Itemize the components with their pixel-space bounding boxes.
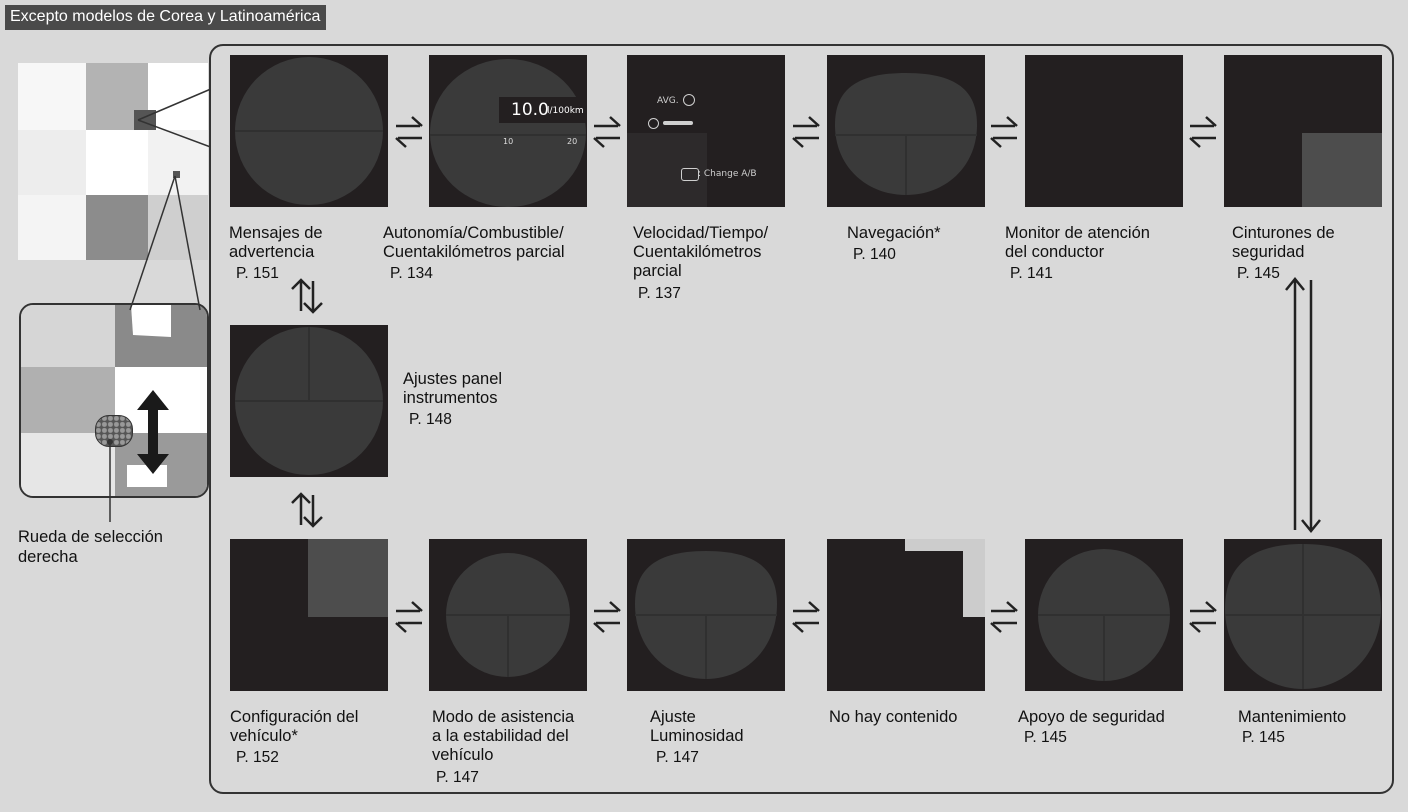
ref-vehicle-settings[interactable]: P. 152 <box>236 749 279 766</box>
ref-brightness[interactable]: P. 147 <box>656 749 699 766</box>
fuel-value: 10.0 <box>511 100 549 120</box>
wheel-label: Rueda de selección derecha <box>18 528 163 566</box>
fuel-tick-high: 20 <box>567 137 578 146</box>
exchange-arrow-icon <box>990 601 1018 633</box>
exchange-arrow-icon <box>593 601 621 633</box>
screen-warning-messages[interactable] <box>230 55 388 207</box>
wheel-closeup-panel <box>19 303 209 498</box>
clock-icon <box>648 118 659 129</box>
screen-fuel-range[interactable]: 10.0 l/100km 10 20 <box>429 55 587 207</box>
caption-seat-belts: Cinturones de seguridad <box>1232 224 1335 261</box>
ref-driver-attention[interactable]: P. 141 <box>1010 265 1053 282</box>
caption-instrument-settings: Ajustes panel instrumentos <box>403 370 503 407</box>
caption-vehicle-settings: Configuración del vehículo* <box>230 708 359 745</box>
screen-safety-support[interactable] <box>1025 539 1183 691</box>
steering-button-icon <box>681 168 699 181</box>
ref-speed-time[interactable]: P. 137 <box>638 285 681 302</box>
screen-vehicle-settings[interactable] <box>230 539 388 691</box>
ref-warning-messages[interactable]: P. 151 <box>236 265 279 282</box>
fuel-unit: l/100km <box>547 106 584 116</box>
caption-navigation: Navegación* <box>847 224 941 242</box>
vertical-exchange-arrow-icon <box>291 492 323 528</box>
scroll-updown-icon <box>137 390 169 474</box>
exchange-arrow-icon <box>395 601 423 633</box>
avg-label: AVG. <box>657 96 679 106</box>
caption-stability-assist: Modo de asistencia a la estabilidad del … <box>432 708 575 764</box>
selector-wheel-icon <box>95 415 133 447</box>
exchange-arrow-icon <box>1189 601 1217 633</box>
caption-safety-support: Apoyo de seguridad <box>1018 708 1165 726</box>
caption-warning-messages: Mensajes de advertencia <box>229 224 323 261</box>
vertical-exchange-arrow-icon <box>291 278 323 314</box>
exchange-arrow-icon <box>395 116 423 148</box>
ref-stability-assist[interactable]: P. 147 <box>436 769 479 786</box>
long-vertical-exchange-arrow-icon <box>1285 277 1321 533</box>
exchange-arrow-icon <box>792 601 820 633</box>
screen-stability-assist[interactable] <box>429 539 587 691</box>
exchange-arrow-icon <box>1189 116 1217 148</box>
screen-navigation[interactable] <box>827 55 985 207</box>
caption-driver-attention: Monitor de atención del conductor <box>1005 224 1150 261</box>
car-icon <box>663 121 693 125</box>
screen-no-content[interactable] <box>827 539 985 691</box>
caption-no-content: No hay contenido <box>829 708 958 726</box>
ref-navigation[interactable]: P. 140 <box>853 246 896 263</box>
exchange-arrow-icon <box>990 116 1018 148</box>
dashboard-thumbnail <box>18 63 208 260</box>
fuel-tick-low: 10 <box>503 137 514 146</box>
ref-fuel-range[interactable]: P. 134 <box>390 265 433 282</box>
screen-speed-time[interactable]: AVG. : Change A/B <box>627 55 785 207</box>
screen-brightness[interactable] <box>627 539 785 691</box>
region-label: Excepto modelos de Corea y Latinoamérica <box>5 5 327 30</box>
caption-brightness: Ajuste Luminosidad <box>650 708 744 745</box>
ref-seat-belts[interactable]: P. 145 <box>1237 265 1280 282</box>
callout-lines <box>107 79 233 522</box>
ref-instrument-settings[interactable]: P. 148 <box>409 411 452 428</box>
screen-instrument-settings[interactable] <box>230 325 388 477</box>
display-flow-frame <box>209 44 1394 794</box>
caption-speed-time: Velocidad/Tiempo/ Cuentakilómetros parci… <box>633 224 769 280</box>
ref-maintenance[interactable]: P. 145 <box>1242 729 1285 746</box>
speedometer-icon <box>683 94 695 106</box>
screen-driver-attention[interactable] <box>1025 55 1183 207</box>
exchange-arrow-icon <box>792 116 820 148</box>
screen-seat-belts[interactable] <box>1224 55 1382 207</box>
caption-maintenance: Mantenimiento <box>1238 708 1347 726</box>
exchange-arrow-icon <box>593 116 621 148</box>
ref-safety-support[interactable]: P. 145 <box>1024 729 1067 746</box>
caption-fuel-range: Autonomía/Combustible/ Cuentakilómetros … <box>383 224 565 261</box>
change-hint: : Change A/B <box>698 169 757 179</box>
screen-maintenance[interactable] <box>1224 539 1382 691</box>
